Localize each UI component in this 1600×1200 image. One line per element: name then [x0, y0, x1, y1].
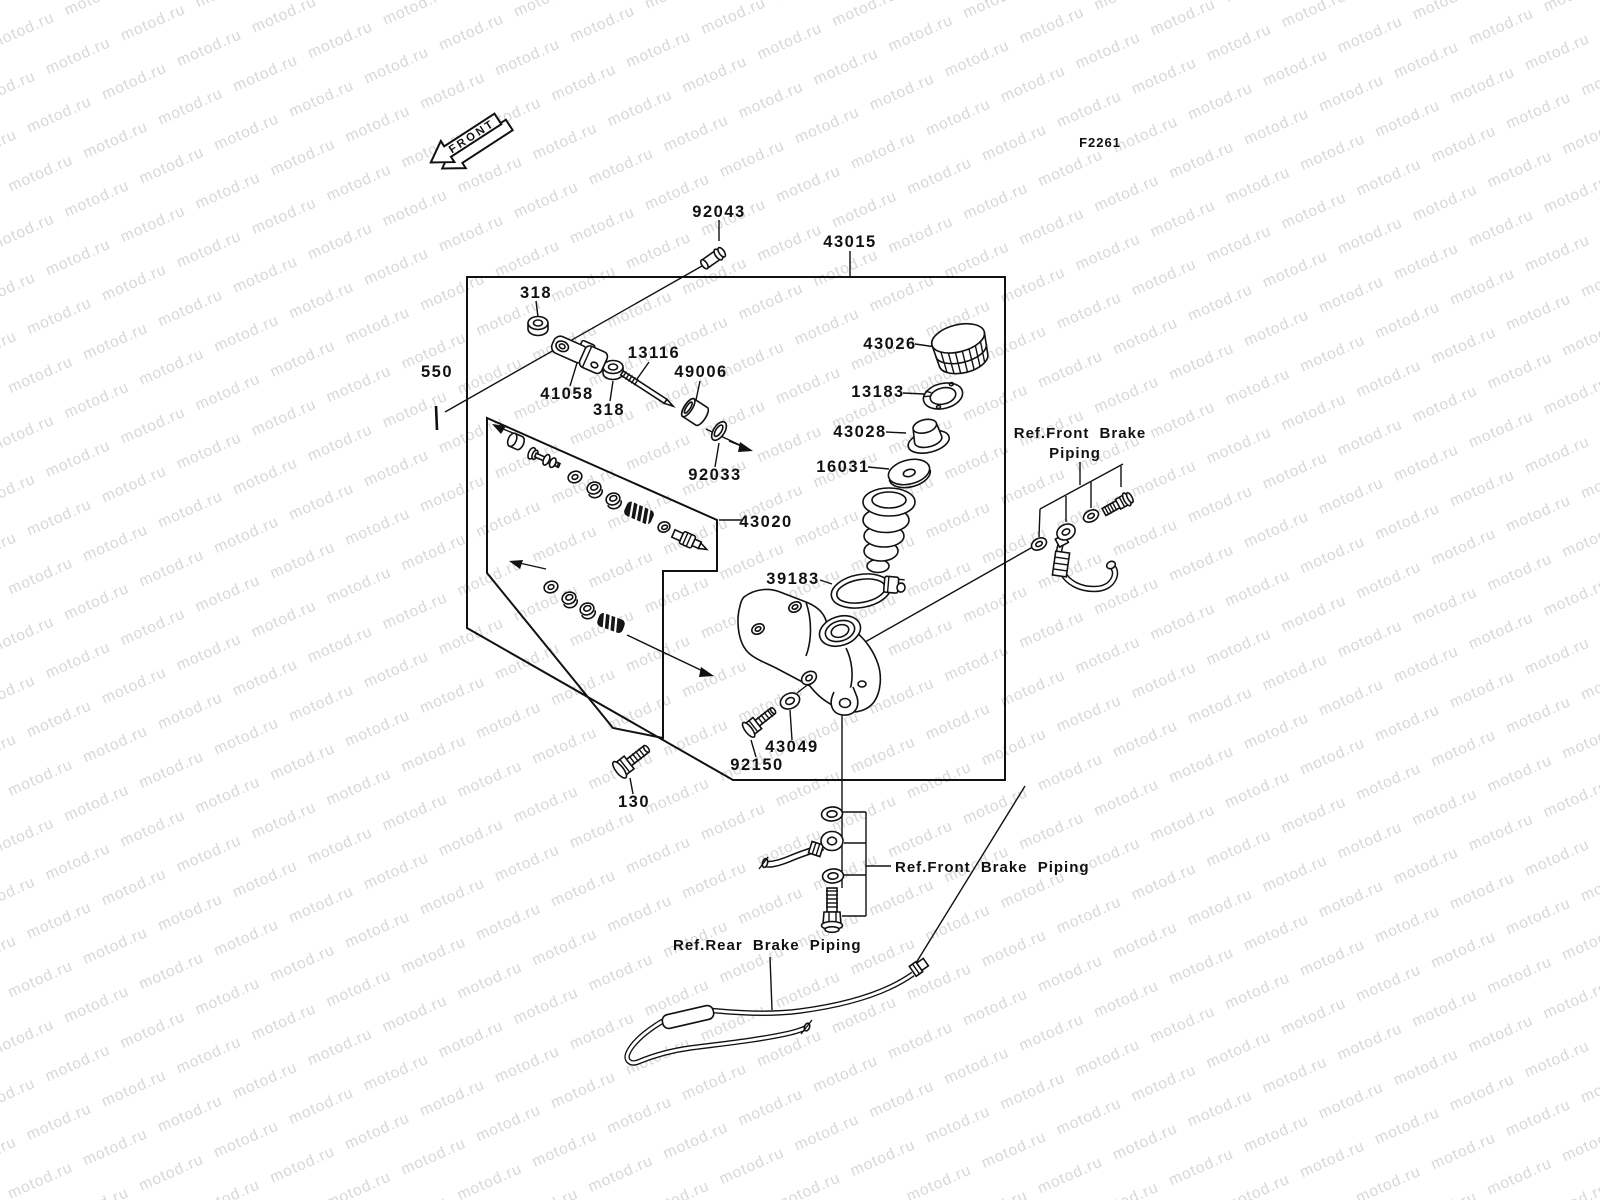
pipe-fitting	[908, 957, 930, 978]
label-43028: 43028	[833, 423, 886, 441]
kit-upper-row-parts	[506, 432, 709, 551]
kit-cup-seal-3	[561, 591, 579, 609]
kit-spring-2	[597, 612, 625, 633]
outer-group-box-43015	[466, 276, 1006, 781]
kit-cap	[506, 432, 525, 451]
label-130: 130	[618, 793, 650, 811]
part-550-tick	[434, 405, 439, 431]
part-bolt-92150	[741, 706, 777, 739]
assembly-boundary-boxes	[466, 276, 1006, 781]
part-pivot-pin-92043	[699, 246, 727, 270]
pipe-sleeve	[661, 1004, 715, 1030]
top-washer-2	[1082, 509, 1100, 523]
part-plate-16031	[887, 458, 932, 489]
part-seal-92033	[710, 420, 728, 442]
part-clevis-41058	[550, 335, 609, 375]
kit-lower-row-parts	[543, 580, 625, 633]
label-13116: 13116	[628, 344, 680, 362]
leader-lines	[434, 220, 1039, 1011]
label-92033: 92033	[688, 466, 741, 484]
label-43015: 43015	[823, 233, 876, 251]
label-318-b: 318	[593, 401, 625, 419]
top-banjo-eye	[1056, 523, 1076, 541]
part-labels: 92043 43015 318 550 41058 318 13116 4900…	[421, 135, 1147, 954]
label-92150: 92150	[730, 756, 783, 774]
label-ref-rear-brake: Ref.Rear Brake Piping	[673, 937, 862, 954]
banjo-washer-bottom	[821, 868, 845, 884]
front-direction-arrow: FRONT	[429, 112, 515, 170]
part-clamp-39183	[830, 573, 906, 609]
kit-washer-2	[543, 580, 559, 594]
part-nut-318-a	[527, 315, 549, 337]
mid-banjo-eye	[820, 830, 844, 852]
label-318-a: 318	[520, 284, 552, 302]
front-piping-leader	[857, 543, 1039, 647]
lever-reference-line	[444, 265, 703, 413]
mid-banjo-bolt	[820, 887, 844, 934]
kit-washer	[567, 470, 583, 484]
kit-cup-seal-1	[586, 481, 604, 499]
kit-spring-1	[624, 501, 654, 526]
label-ref-front-brake-top-1: Ref.Front Brake	[1014, 425, 1147, 442]
front-piping-mid-bracket	[841, 811, 891, 917]
outlet-boss	[800, 670, 818, 686]
kit-piston	[670, 528, 709, 551]
front-piping-mid-parts	[758, 806, 845, 934]
part-bolt-130	[611, 744, 651, 779]
reservoir-socket	[818, 614, 862, 648]
label-43020: 43020	[739, 513, 792, 531]
part-diaphragm-cup-43028	[907, 418, 951, 454]
label-39183: 39183	[766, 570, 819, 588]
top-washer-1	[1030, 537, 1048, 551]
part-nut-318-b	[602, 359, 624, 381]
rear-piping-leader	[915, 785, 1026, 964]
part-master-cylinder-body	[737, 588, 882, 716]
label-92043: 92043	[692, 203, 745, 221]
part-cap-43026	[930, 322, 989, 375]
label-ref-front-brake-top-2: Piping	[1049, 445, 1101, 462]
kit-direction-arrows	[492, 424, 753, 677]
front-piping-top-bracket	[1038, 462, 1124, 538]
label-43026: 43026	[863, 335, 916, 353]
top-banjo-bolt	[1100, 491, 1134, 517]
kit-cup-seal-4	[579, 602, 597, 620]
label-16031: 16031	[816, 458, 869, 476]
label-49006: 49006	[674, 363, 727, 381]
mount-tab	[830, 686, 859, 716]
label-43049: 43049	[765, 738, 818, 756]
front-piping-top-parts	[1030, 491, 1134, 593]
label-550: 550	[421, 363, 453, 381]
figure-code: F2261	[1079, 135, 1121, 150]
part-push-rod-13116	[619, 369, 676, 408]
part-bushing-49006	[680, 397, 710, 427]
kit-screw	[527, 446, 562, 469]
part-washer-43049	[779, 692, 801, 710]
label-41058: 41058	[540, 385, 593, 403]
kit-piston-cap	[657, 521, 671, 533]
banjo-washer-top	[820, 806, 844, 822]
part-ring-13183	[922, 381, 964, 410]
label-13183: 13183	[851, 383, 904, 401]
kit-cup-seal-2	[605, 492, 623, 510]
kit-box-43020	[486, 416, 718, 740]
part-reservoir-bellows	[862, 487, 916, 574]
rear-brake-pipe	[624, 957, 930, 1066]
label-ref-front-brake-mid: Ref.Front Brake Piping	[895, 859, 1090, 876]
